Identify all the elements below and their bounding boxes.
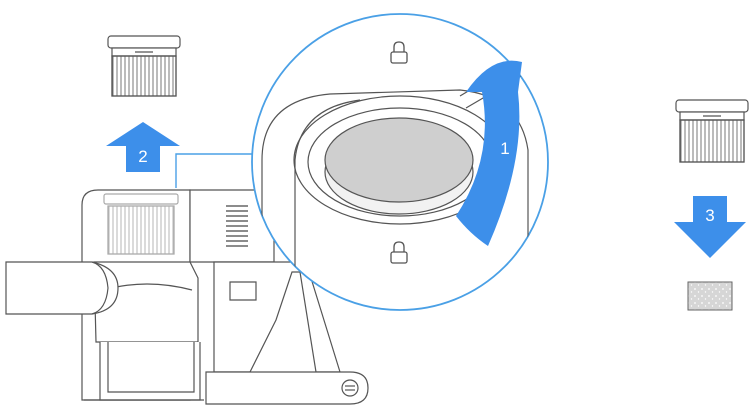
callout-leader-line xyxy=(175,153,256,188)
step-1-number: 1 xyxy=(500,139,509,158)
step-3-number: 3 xyxy=(705,206,714,225)
step-2-arrow: 2 xyxy=(106,122,180,172)
filter-cartridge-right xyxy=(675,99,749,163)
sponge-filter xyxy=(687,281,733,311)
filter-cap xyxy=(324,117,474,215)
callout-zoom: 1 xyxy=(251,13,549,311)
lock-icon xyxy=(390,41,408,64)
vent-grille xyxy=(226,205,248,247)
installed-filter xyxy=(103,193,179,255)
filter-cartridge-lifted xyxy=(107,35,181,97)
step-1-rotate-arrow: 1 xyxy=(456,60,522,246)
vacuum-body xyxy=(5,189,369,405)
step-2-number: 2 xyxy=(138,147,147,166)
lock-icon xyxy=(390,241,408,264)
step-3-arrow: 3 xyxy=(674,196,746,258)
